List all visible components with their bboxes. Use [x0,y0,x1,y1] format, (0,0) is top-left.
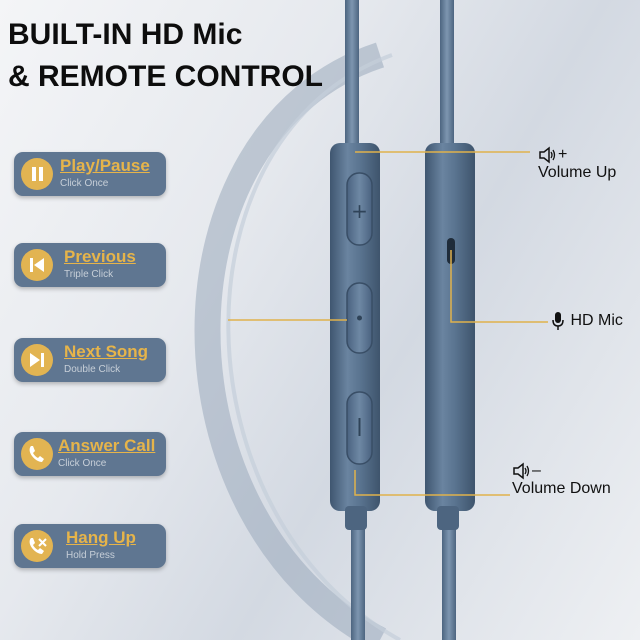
volume-down-symbol: – [532,462,541,480]
left-cable-bottom [351,528,365,640]
headline-line-2: & REMOTE CONTROL [8,60,323,93]
hd-mic-callout: HD Mic [550,311,623,331]
previous-track-icon [21,249,53,281]
answer-call-icon [21,438,53,470]
volume-up-label: Volume Up [538,164,617,182]
headline: BUILT-IN HD Mic & REMOTE CONTROL [8,14,323,98]
control-hint: Click Once [58,458,107,469]
control-hint: Double Click [64,364,121,375]
mic-callout-line [450,250,548,323]
middle-key-dot [357,315,362,321]
control-label: Answer Call [58,436,156,455]
control-hint: Hold Press [66,550,115,561]
control-label: Previous [64,247,136,266]
speaker-icon [538,146,558,164]
speaker-icon [512,462,532,480]
next-track-icon [21,344,53,376]
control-label: Hang Up [66,528,136,547]
control-label: Next Song [64,342,149,361]
volume-down-callout: – Volume Down [512,462,611,498]
right-cable-bottom [442,528,456,640]
control-hint: Triple Click [64,269,114,280]
microphone-icon [550,312,566,330]
volume-up-key-plus: + [351,199,368,223]
volume-up-key [346,172,373,246]
control-previous: Previous Triple Click [14,243,166,287]
remote-strain-relief-right [437,506,459,530]
decorative-arc-highlight [226,53,401,640]
volume-up-callout: + Volume Up [538,146,616,182]
control-label: Play/Pause [60,156,150,175]
remote-mic-side [425,143,475,511]
control-answer-call: Answer Call Click Once [14,432,166,476]
control-hint: Click Once [60,178,109,189]
control-next-song: Next Song Double Click [14,338,166,382]
left-cable-top [345,0,359,148]
headline-line-1: BUILT-IN HD Mic [8,18,243,51]
control-play-pause: Play/Pause Click Once [14,152,166,196]
control-hang-up: Hang Up Hold Press [14,524,166,568]
volume-up-symbol: + [558,146,568,164]
decorative-arc [194,42,387,640]
play-pause-icon [21,158,53,190]
volume-down-label: Volume Down [512,480,611,498]
hd-mic-label: HD Mic [570,312,623,330]
right-cable-top [440,0,454,148]
volume-down-callout-line [354,470,510,496]
hang-up-icon [21,530,53,562]
remote-strain-relief-left [345,506,367,530]
